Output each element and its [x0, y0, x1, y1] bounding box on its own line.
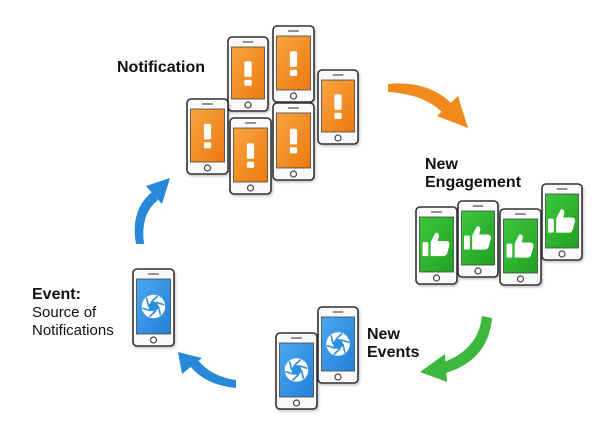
phone-notification-4	[186, 98, 229, 175]
arrow-to-new-events-icon	[420, 316, 492, 382]
shutter-icon	[284, 358, 309, 382]
exclamation-icon	[203, 123, 212, 149]
home-button	[292, 399, 301, 407]
exclamation-icon	[246, 143, 255, 168]
event-title: Event:	[32, 286, 81, 303]
home-button	[474, 267, 482, 275]
phone-notification-6	[272, 102, 315, 181]
new-events-line1: New	[367, 326, 400, 343]
phone-engagement-1	[415, 206, 458, 285]
new-engagement-line2: Engagement	[425, 174, 522, 192]
exclamation-icon	[289, 51, 298, 76]
event-sub-line1: Source of	[32, 304, 97, 322]
arrow-to-event-source-icon	[178, 352, 236, 388]
event-source-label: Event: Source of Notifications	[32, 286, 114, 339]
home-button	[334, 134, 342, 142]
cycle-arrows	[134, 83, 492, 388]
phone-event-source	[132, 268, 175, 347]
exclamation-icon	[334, 94, 342, 119]
exclamation-icon	[289, 128, 298, 154]
home-button	[244, 101, 252, 109]
phone-notification-5	[229, 117, 272, 195]
home-button	[246, 184, 255, 192]
thumbs-up-icon	[548, 209, 576, 233]
thumbs-up-icon	[464, 226, 492, 250]
new-engagement-label: New Engagement	[425, 156, 521, 193]
home-button	[203, 164, 212, 172]
new-events-label: New Events	[367, 326, 419, 363]
phone-notification-3	[317, 69, 359, 145]
phone-engagement-2	[457, 200, 499, 278]
home-button	[149, 336, 158, 344]
shutter-icon	[141, 294, 166, 319]
phone-new-events-1	[275, 332, 318, 410]
notification-label: Notification	[117, 59, 205, 76]
home-button	[289, 170, 298, 178]
arrow-to-engagement-icon	[388, 83, 468, 128]
home-button	[558, 250, 566, 258]
new-engagement-line1: New	[425, 156, 458, 173]
phones-layer	[132, 25, 583, 410]
home-button	[516, 275, 525, 283]
home-button	[432, 274, 441, 282]
shutter-icon	[326, 332, 350, 356]
phone-notification-2	[272, 25, 315, 103]
phone-new-events-2	[317, 306, 359, 384]
home-button	[289, 92, 298, 100]
phone-notification-1	[227, 36, 269, 112]
home-button	[334, 373, 342, 381]
exclamation-icon	[244, 61, 252, 86]
event-sub-line2: Notifications	[32, 321, 114, 339]
thumbs-up-icon	[506, 234, 534, 258]
phone-engagement-3	[499, 208, 542, 286]
new-events-line2: Events	[367, 344, 420, 362]
thumbs-up-icon	[422, 232, 450, 257]
phone-engagement-4	[541, 183, 583, 261]
arrow-to-notification-icon	[134, 178, 170, 244]
